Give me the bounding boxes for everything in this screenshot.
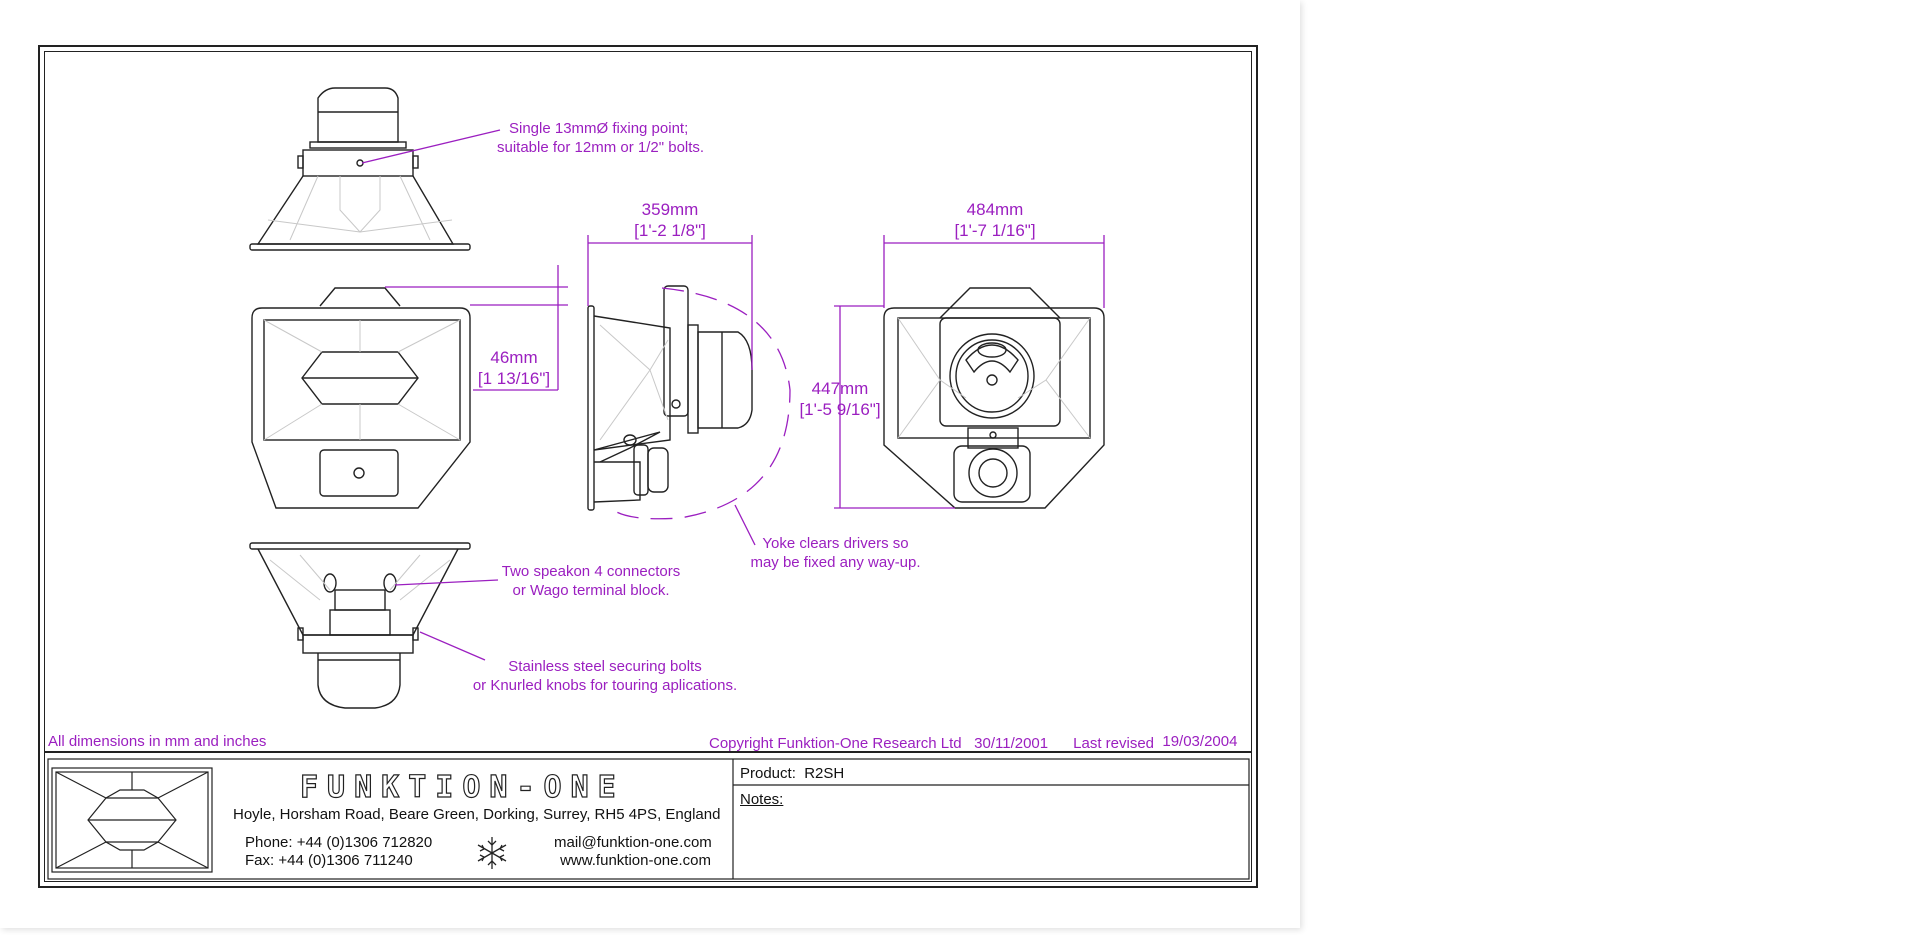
callout-yoke: Yoke clears drivers so may be fixed any … [750, 535, 921, 571]
bottom-view [249, 542, 471, 709]
drawing-border-outer [38, 45, 1258, 888]
snowflake-icon [477, 837, 507, 869]
logo-horn-face-icon [51, 767, 213, 873]
leader-connectors [394, 579, 499, 586]
notes-label: Notes: [740, 791, 784, 808]
drawing-border-inner [44, 51, 1252, 882]
yoke-clearance-arc [607, 287, 791, 520]
leader-bolts [419, 631, 486, 661]
side-view [587, 285, 753, 511]
dimensions-note: All dimensions in mm and inches [48, 733, 267, 750]
dimension-yoke-offset: 46mm [1 13/16"] [477, 348, 551, 388]
company-website[interactable]: www.funktion-one.com [560, 852, 711, 869]
drawing-sheet [0, 0, 1300, 928]
product-field: Product: R2SH [740, 765, 845, 782]
dimension-depth: 359mm [1'-2 1/8"] [634, 200, 706, 240]
company-email[interactable]: mail@funktion-one.com [554, 834, 712, 851]
callout-bolts: Stainless steel securing bolts or Knurle… [472, 658, 738, 694]
leader-fixing-point [361, 129, 501, 164]
company-address: Hoyle, Horsham Road, Beare Green, Dorkin… [233, 806, 721, 823]
technical-drawing [44, 87, 1252, 880]
copyright-line: Copyright Funktion-One Research Ltd 30/1… [709, 733, 1238, 752]
leader-yoke [734, 504, 756, 546]
rear-view [883, 287, 1105, 509]
callout-fixing-point: Single 13mmØ fixing point; suitable for … [497, 120, 705, 156]
front-view [251, 287, 471, 509]
dimension-height: 447mm [1'-5 9/16"] [799, 379, 881, 419]
callout-connectors: Two speakon 4 connectors or Wago termina… [501, 563, 681, 599]
product-value: R2SH [804, 765, 845, 782]
top-view [249, 87, 471, 251]
company-phone: Phone: +44 (0)1306 712820 [245, 834, 433, 851]
dimension-width: 484mm [1'-7 1/16"] [954, 200, 1036, 240]
company-fax: Fax: +44 (0)1306 711240 [245, 852, 413, 869]
brand-wordmark: FUNKTION-ONE [299, 769, 625, 805]
